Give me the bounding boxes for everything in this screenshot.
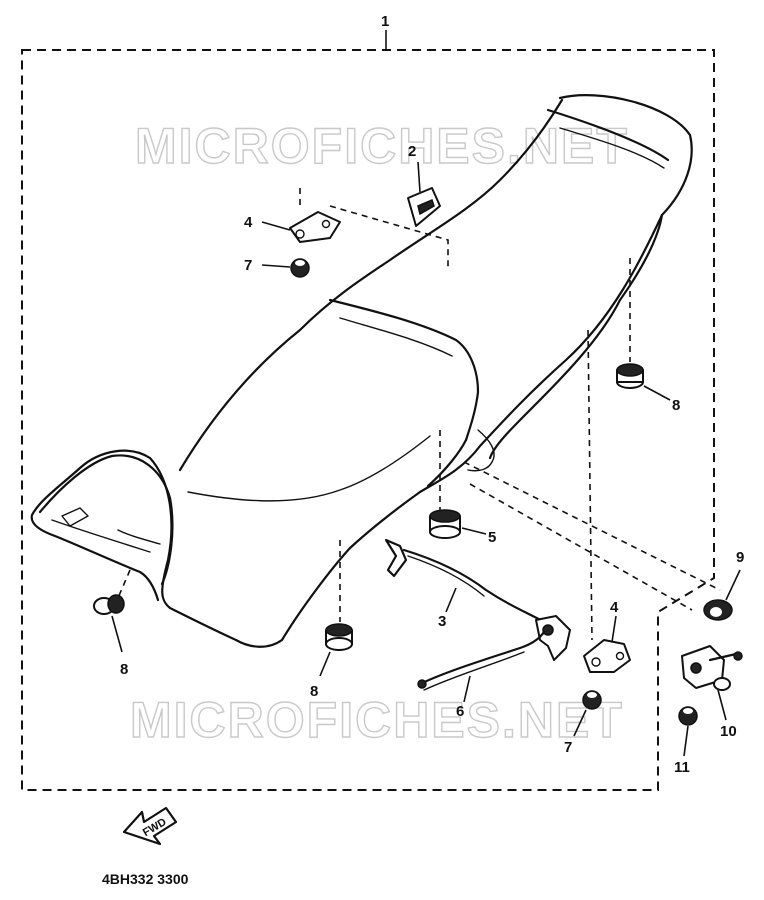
- part-7-upper-nut: [290, 258, 310, 278]
- callout-7-upper: 7: [244, 257, 252, 274]
- leader-7-lower: [573, 709, 587, 737]
- callout-4-lower: 4: [610, 599, 619, 616]
- leader-3: [445, 587, 457, 613]
- part-8-bottom-damper: [325, 623, 353, 651]
- callout-8-right: 8: [672, 397, 680, 414]
- part-2-emblem: [407, 187, 441, 227]
- part-11-nut: [678, 706, 698, 726]
- watermark-top: MICROFICHES.NET: [135, 118, 629, 174]
- callout-7-lower: 7: [564, 739, 572, 756]
- leader-4-upper: [261, 221, 291, 231]
- part-8-right-damper: [616, 363, 644, 389]
- part-5-damper: [429, 509, 461, 539]
- callout-8-bottom: 8: [310, 683, 318, 700]
- leader-10: [717, 689, 727, 721]
- part-4-upper-bracket: [289, 211, 341, 243]
- leader-4-lower: [611, 615, 617, 643]
- callout-5: 5: [488, 529, 496, 546]
- part-4-lower-bracket: [583, 639, 631, 673]
- watermark-bottom: MICROFICHES.NET: [130, 692, 624, 748]
- part-10-lock: [681, 645, 743, 691]
- callout-8-left: 8: [120, 661, 128, 678]
- callout-2: 2: [408, 143, 416, 160]
- leader-8-left: [111, 615, 123, 653]
- part-code: 4BH332 3300: [102, 871, 189, 887]
- leader-8-right: [643, 385, 671, 401]
- part-3-lock-rod: [384, 538, 571, 661]
- leader-9: [725, 569, 741, 601]
- fwd-arrow-icon: FWD: [122, 806, 178, 846]
- part-9-grommet: [703, 599, 733, 621]
- leader-8-bottom: [319, 651, 331, 677]
- assembly-boundary: [21, 30, 715, 791]
- callout-4-upper: 4: [244, 214, 253, 231]
- leader-2: [417, 161, 421, 193]
- callout-9: 9: [736, 549, 744, 566]
- part-7-lower-nut: [582, 690, 602, 710]
- callout-10: 10: [720, 723, 737, 740]
- seat-body: [30, 94, 693, 648]
- leader-6: [463, 675, 471, 703]
- leader-5: [461, 527, 487, 535]
- part-8-left-bumper: [93, 594, 125, 615]
- leader-11: [683, 725, 689, 757]
- callout-3: 3: [438, 613, 446, 630]
- callout-6: 6: [456, 703, 464, 720]
- leader-7-upper: [261, 264, 291, 268]
- assembly-lines: [117, 188, 721, 641]
- part-6-cable: [417, 630, 546, 691]
- callout-1: 1: [381, 13, 389, 30]
- callout-11: 11: [674, 759, 690, 776]
